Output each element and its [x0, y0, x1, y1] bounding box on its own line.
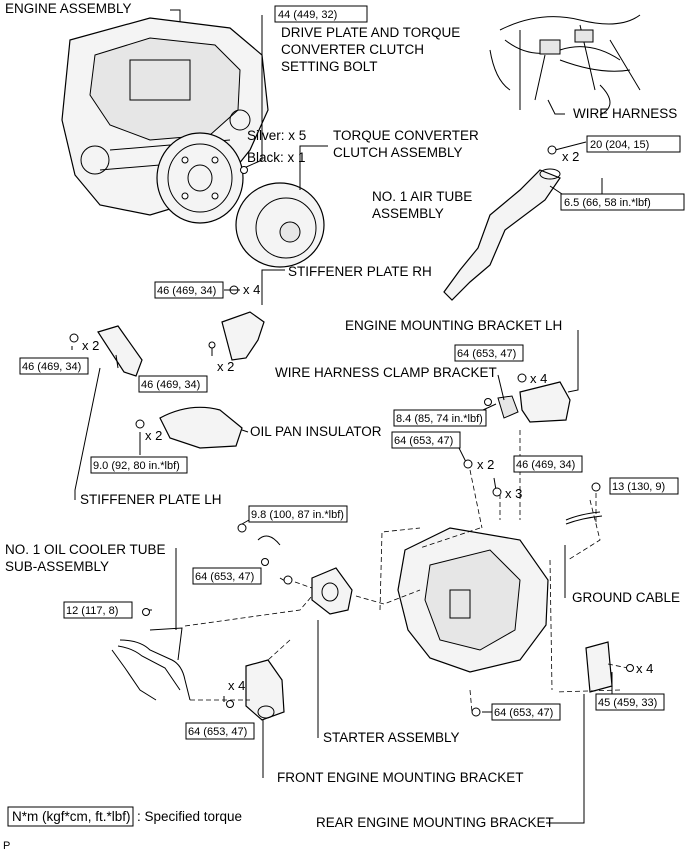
label-starter: STARTER ASSEMBLY — [323, 730, 460, 745]
starter-drawing — [311, 567, 353, 615]
mult-x2-rh: x 2 — [217, 359, 234, 374]
torque-box-13: 13 (130, 9) — [609, 477, 679, 495]
legend: N*m (kgf*cm, ft.*lbf) : Specified torque — [7, 806, 242, 827]
torque-box-46-trans: 46 (469, 34) — [513, 455, 583, 473]
svg-text:12 (117, 8): 12 (117, 8) — [66, 605, 118, 617]
label-air-tube-1: NO. 1 AIR TUBE — [372, 189, 472, 204]
label-ground-cable: GROUND CABLE — [572, 590, 680, 605]
engine-mount-lh-drawing — [497, 381, 571, 423]
drive-plate-drawing — [156, 132, 244, 224]
torque-box-64-bottom: 64 (653, 47) — [491, 703, 561, 721]
label-drive-plate-2: CONVERTER CLUTCH — [281, 42, 424, 57]
mult-x3-trans: x 3 — [505, 486, 522, 501]
mult-x2-trans: x 2 — [477, 457, 494, 472]
oil-pan-insulator-drawing — [135, 406, 243, 449]
oil-cooler-tube-drawing — [111, 627, 191, 701]
label-drive-plate-1: DRIVE PLATE AND TORQUE — [281, 25, 460, 40]
svg-text:44 (449, 32): 44 (449, 32) — [278, 9, 337, 21]
torque-box-8-4: 8.4 (85, 74 in.*lbf) — [393, 409, 487, 427]
wire-harness-drawing — [489, 14, 641, 116]
stiffener-lh-drawing — [69, 325, 143, 377]
label-wire-clamp: WIRE HARNESS CLAMP BRACKET — [275, 365, 497, 380]
torque-converter-drawing — [235, 182, 325, 268]
air-tube-drawing — [443, 168, 561, 301]
mult-x4-rear: x 4 — [636, 661, 653, 676]
svg-text:64 (653, 47): 64 (653, 47) — [457, 348, 516, 360]
svg-text:9.8 (100, 87 in.*lbf): 9.8 (100, 87 in.*lbf) — [251, 509, 344, 521]
transmission-drawing — [397, 527, 549, 673]
torque-box-64-mount: 64 (653, 47) — [454, 344, 524, 362]
torque-box-46-lh: 46 (469, 34) — [19, 357, 89, 375]
hose-clip — [257, 535, 281, 546]
stiffener-rh-drawing — [221, 285, 265, 361]
torque-box-46-rh-bottom: 46 (469, 34) — [138, 375, 208, 393]
mult-x4-mount: x 4 — [530, 371, 547, 386]
label-stiffener-rh: STIFFENER PLATE RH — [288, 264, 432, 279]
svg-text:46 (469, 34): 46 (469, 34) — [516, 459, 575, 471]
label-drive-plate-3: SETTING BOLT — [281, 59, 378, 74]
torque-box-6-5: 6.5 (66, 58 in.*lbf) — [560, 193, 685, 211]
torque-box-45: 45 (459, 33) — [595, 693, 665, 711]
svg-text:46 (469, 34): 46 (469, 34) — [22, 361, 81, 373]
rear-mount-drawing — [585, 641, 613, 693]
bolt-markers — [142, 145, 634, 717]
mult-x4-rh: x 4 — [243, 282, 260, 297]
front-mount-drawing — [245, 659, 285, 721]
legend-text: : Specified torque — [137, 809, 242, 824]
torque-box-9-0: 9.0 (92, 80 in.*lbf) — [90, 456, 188, 474]
svg-text:20 (204, 15): 20 (204, 15) — [590, 139, 649, 151]
label-torque-conv-1: TORQUE CONVERTER — [333, 128, 479, 143]
ground-cable-drawing — [565, 511, 603, 525]
torque-box-64-trans: 64 (653, 47) — [391, 431, 461, 449]
svg-text:13 (130, 9): 13 (130, 9) — [612, 481, 665, 493]
svg-text:64 (653, 47): 64 (653, 47) — [394, 435, 453, 447]
label-oil-pan: OIL PAN INSULATOR — [250, 424, 382, 439]
label-engine-assembly: ENGINE ASSEMBLY — [5, 1, 132, 16]
label-oil-cooler-1: NO. 1 OIL COOLER TUBE — [5, 542, 166, 557]
torque-box-20: 20 (204, 15) — [586, 135, 681, 153]
label-wire-harness: WIRE HARNESS — [573, 106, 677, 121]
svg-text:8.4 (85, 74 in.*lbf): 8.4 (85, 74 in.*lbf) — [396, 413, 483, 425]
svg-text:46 (469, 34): 46 (469, 34) — [157, 285, 216, 297]
svg-text:64 (653, 47): 64 (653, 47) — [195, 571, 254, 583]
footer-p: P — [3, 840, 10, 852]
label-torque-conv-2: CLUTCH ASSEMBLY — [333, 145, 463, 160]
torque-box-44: 44 (449, 32) — [274, 5, 368, 23]
label-stiffener-lh: STIFFENER PLATE LH — [80, 492, 222, 507]
label-black: Black: x 1 — [247, 150, 306, 165]
torque-box-64-front: 64 (653, 47) — [185, 722, 255, 740]
torque-box-9-8: 9.8 (100, 87 in.*lbf) — [248, 505, 348, 523]
svg-text:9.0 (92, 80 in.*lbf): 9.0 (92, 80 in.*lbf) — [93, 460, 180, 472]
svg-text:46 (469, 34): 46 (469, 34) — [141, 379, 200, 391]
assembly-dash-lines — [184, 430, 629, 713]
clamp-part — [237, 523, 247, 533]
mult-x2-air: x 2 — [562, 149, 579, 164]
leader-lines — [71, 9, 613, 824]
label-oil-cooler-2: SUB-ASSEMBLY — [5, 559, 109, 574]
label-air-tube-2: ASSEMBLY — [372, 206, 444, 221]
mult-x2-lh: x 2 — [82, 338, 99, 353]
torque-box-46-rh-top: 46 (469, 34) — [154, 281, 224, 299]
mult-x4-front: x 4 — [228, 678, 245, 693]
legend-box-text: N*m (kgf*cm, ft.*lbf) — [12, 809, 131, 824]
svg-text:6.5 (66, 58 in.*lbf): 6.5 (66, 58 in.*lbf) — [564, 197, 651, 209]
label-silver: Silver: x 5 — [247, 128, 306, 143]
label-eng-mount-lh: ENGINE MOUNTING BRACKET LH — [345, 318, 562, 333]
svg-text:45 (459, 33): 45 (459, 33) — [598, 697, 657, 709]
mult-x2-pan: x 2 — [145, 428, 162, 443]
svg-text:64 (653, 47): 64 (653, 47) — [188, 726, 247, 738]
torque-box-64-starter: 64 (653, 47) — [192, 567, 262, 585]
torque-box-12: 12 (117, 8) — [63, 601, 133, 619]
label-front-mount: FRONT ENGINE MOUNTING BRACKET — [277, 770, 524, 785]
svg-text:64 (653, 47): 64 (653, 47) — [494, 707, 553, 719]
label-rear-mount: REAR ENGINE MOUNTING BRACKET — [316, 815, 554, 830]
